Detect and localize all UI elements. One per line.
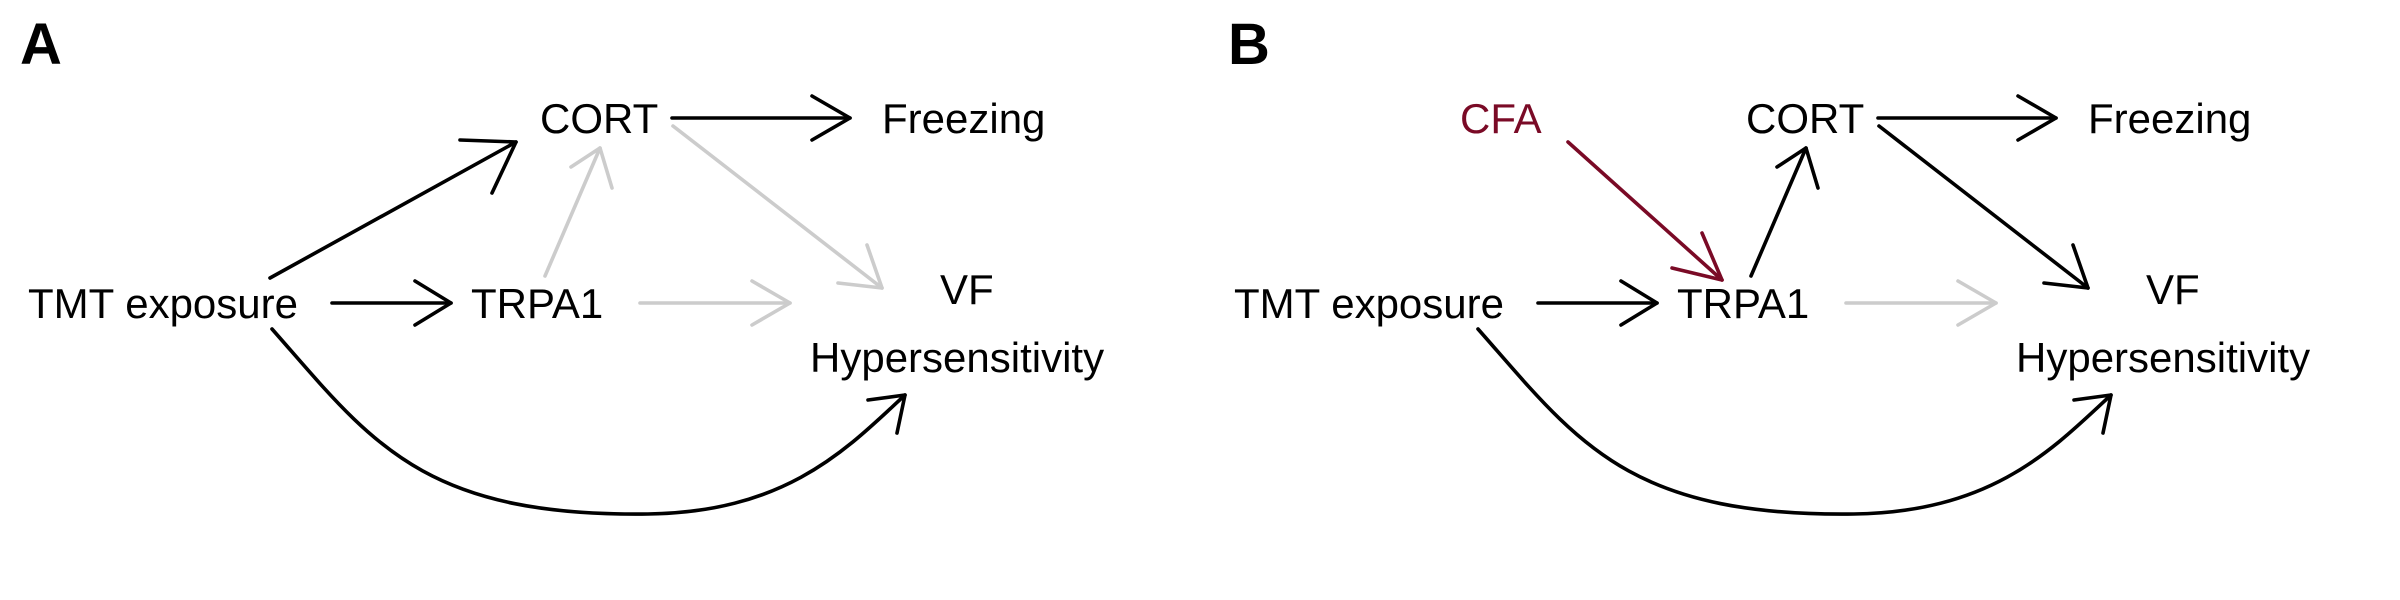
node-freezing: Freezing <box>2088 95 2251 142</box>
panel-b-edges <box>1476 94 2113 516</box>
node-trpa1: TRPA1 <box>471 280 603 327</box>
panel-b: B <box>1228 12 2310 516</box>
edge-a-tmt-vf <box>270 327 907 516</box>
node-cfa: CFA <box>1460 95 1542 142</box>
node-hypersensitivity: Hypersensitivity <box>810 334 1104 381</box>
edge-b-tmt-trpa1 <box>1536 279 1659 327</box>
edge-b-cort-freezing <box>1876 94 2058 142</box>
edge-a-tmt-trpa1 <box>330 279 453 327</box>
node-tmt-exposure: TMT exposure <box>1234 280 1504 327</box>
edge-a-cort-freezing <box>670 94 852 142</box>
edge-b-cfa-trpa1 <box>1566 140 1724 282</box>
node-vf: VF <box>2146 266 2200 313</box>
panel-a-edges <box>268 94 907 516</box>
panel-label-a: A <box>20 12 62 77</box>
panel-a: A <box>20 12 1104 516</box>
node-vf: VF <box>940 266 994 313</box>
edge-a-cort-vf <box>671 124 884 290</box>
edge-b-cort-vf <box>1877 124 2090 290</box>
node-trpa1: TRPA1 <box>1677 280 1809 327</box>
edge-a-trpa1-vf <box>638 279 792 327</box>
node-hypersensitivity: Hypersensitivity <box>2016 334 2310 381</box>
edge-a-tmt-cort <box>268 138 518 280</box>
edge-b-tmt-vf <box>1476 327 2113 516</box>
edge-a-trpa1-cort <box>543 146 614 278</box>
node-cort: CORT <box>540 95 658 142</box>
edge-b-trpa1-vf <box>1844 279 1998 327</box>
panel-label-b: B <box>1228 12 1270 77</box>
node-tmt-exposure: TMT exposure <box>28 280 298 327</box>
node-freezing: Freezing <box>882 95 1045 142</box>
node-cort: CORT <box>1746 95 1864 142</box>
edge-b-trpa1-cort <box>1749 146 1820 278</box>
